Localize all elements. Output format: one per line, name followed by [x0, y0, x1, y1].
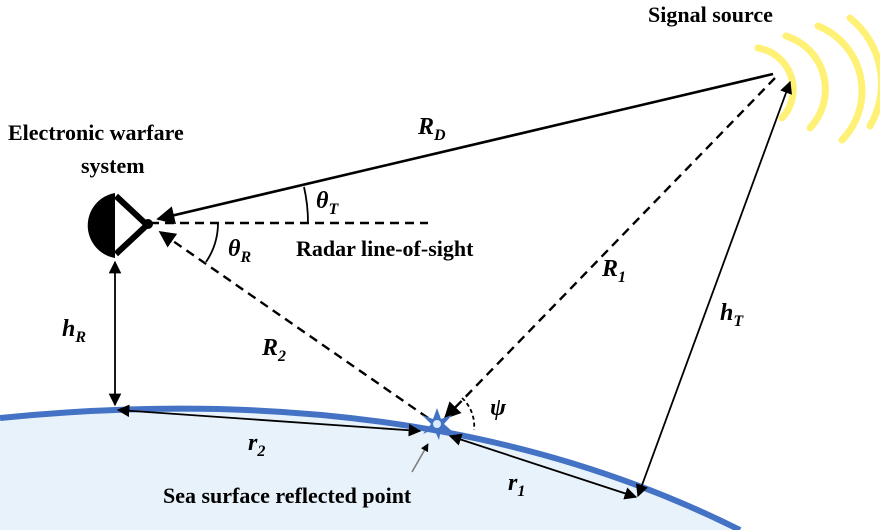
distance-r1-arrow	[448, 433, 638, 500]
distance-r2-arrow	[116, 404, 422, 437]
path-r2	[158, 231, 429, 419]
signal-source-label: Signal source	[648, 2, 773, 27]
symbol-theta-t: θT	[316, 188, 339, 218]
reflected-point-pointer	[411, 443, 429, 473]
symbol-hr: hR	[62, 316, 86, 346]
ew-system-icon	[87, 193, 153, 258]
symbol-psi: ψ	[490, 395, 507, 421]
symbol-theta-r: θR	[228, 236, 251, 266]
reflected-point-label: Sea surface reflected point	[163, 483, 412, 508]
reflection-point-icon	[422, 408, 453, 440]
height-ht-arrow	[635, 80, 793, 498]
symbol-rd: RD	[417, 114, 446, 144]
radar-los-label: Radar line-of-sight	[296, 236, 474, 261]
symbol-r2-lower: r2	[248, 430, 265, 460]
angle-theta-r-arc	[205, 222, 219, 263]
sea-area	[0, 408, 740, 530]
symbol-r1-lower: r1	[508, 470, 525, 500]
ew-system-label-line1: Electronic warfare	[8, 120, 184, 145]
direct-path-rd	[156, 72, 774, 225]
symbol-r1: R1	[601, 256, 626, 286]
path-r1	[443, 77, 776, 420]
symbol-r2: R2	[261, 335, 286, 365]
ew-system-label-line2: system	[81, 153, 145, 178]
angle-psi-arc	[461, 397, 476, 431]
angle-theta-t-arc	[303, 186, 309, 224]
symbol-ht: hT	[720, 300, 744, 330]
